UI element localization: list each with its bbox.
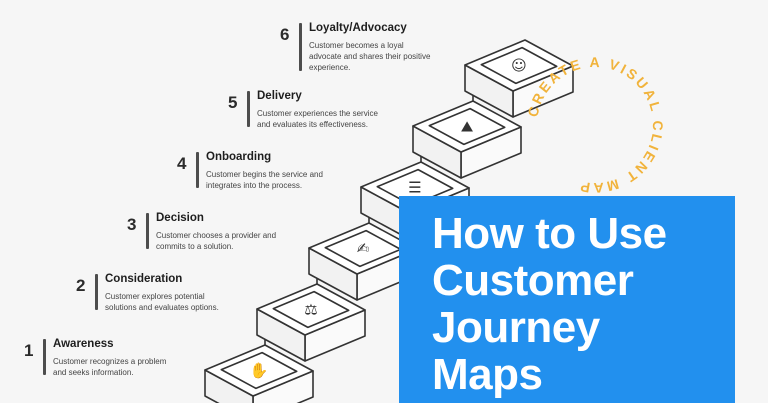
stair-tread-inset: [480, 46, 558, 85]
step-divider: [247, 91, 250, 127]
promo-line: Maps: [432, 350, 543, 399]
step-description: Customer becomes a loyal advocate and sh…: [309, 40, 489, 73]
desc-line: Customer experiences the service: [257, 109, 378, 118]
contract-handshake-icon: ✍: [357, 240, 370, 258]
promo-line: Journey: [432, 303, 600, 352]
traffic-light-icon: ☰: [408, 179, 421, 197]
balance-scale-icon: ⚖: [304, 301, 317, 319]
step-description: Customer experiences the service and eva…: [257, 108, 437, 130]
step-description: Customer chooses a provider and commits …: [156, 230, 336, 252]
step-divider: [43, 339, 46, 375]
desc-line: and seeks information.: [53, 368, 134, 377]
desc-line: solutions and evaluates options.: [105, 303, 219, 312]
step-divider: [299, 23, 302, 71]
promo-line: How to Use: [432, 209, 667, 258]
desc-line: integrates into the process.: [206, 181, 303, 190]
megaphone-person-icon: ☺: [511, 57, 527, 75]
stair-tread-inset: [220, 351, 298, 390]
desc-line: Customer begins the service and: [206, 170, 323, 179]
mountain-flag-icon: ⛰: [461, 118, 474, 136]
step-number: 2: [76, 276, 86, 295]
promo-title: How to Use Customer Journey Maps: [432, 210, 732, 398]
step-title: Consideration: [105, 273, 183, 285]
step-number: 5: [228, 93, 238, 112]
step-number: 1: [24, 341, 34, 360]
step-number: 6: [280, 25, 290, 44]
desc-line: advocate and shares their positive: [309, 52, 431, 61]
desc-line: Customer explores potential: [105, 292, 205, 301]
desc-line: Customer chooses a provider and: [156, 231, 277, 240]
step-title: Delivery: [257, 90, 302, 102]
promo-line: Customer: [432, 256, 634, 305]
desc-line: Customer becomes a loyal: [309, 41, 404, 50]
stair-tread-inset: [272, 290, 350, 329]
step-number: 4: [177, 154, 187, 173]
step-title: Awareness: [53, 338, 114, 350]
step-description: Customer explores potential solutions an…: [105, 291, 285, 313]
step-divider: [146, 213, 149, 249]
circular-tagline-text: CREATE A VISUAL CLIENT MAP: [524, 54, 663, 196]
svg-text:CREATE A VISUAL CLIENT MAP: CREATE A VISUAL CLIENT MAP: [524, 54, 666, 196]
step-description: Customer recognizes a problem and seeks …: [53, 356, 233, 378]
desc-line: experience.: [309, 63, 351, 72]
step-divider: [95, 274, 98, 310]
step-title: Onboarding: [206, 151, 272, 163]
desc-line: commits to a solution.: [156, 242, 234, 251]
step-number: 3: [127, 215, 137, 234]
promo-panel: How to Use Customer Journey Maps: [399, 196, 735, 403]
desc-line: and evaluates its effectiveness.: [257, 120, 369, 129]
circular-tagline: CREATE A VISUAL CLIENT MAP: [524, 54, 666, 196]
puzzle-hand-icon: ✋: [250, 362, 269, 380]
desc-line: Customer recognizes a problem: [53, 357, 167, 366]
step-title: Loyalty/Advocacy: [309, 22, 407, 34]
step-title: Decision: [156, 212, 204, 224]
step-description: Customer begins the service and integrat…: [206, 169, 386, 191]
stair-tread-inset: [428, 107, 506, 146]
step-divider: [196, 152, 199, 188]
